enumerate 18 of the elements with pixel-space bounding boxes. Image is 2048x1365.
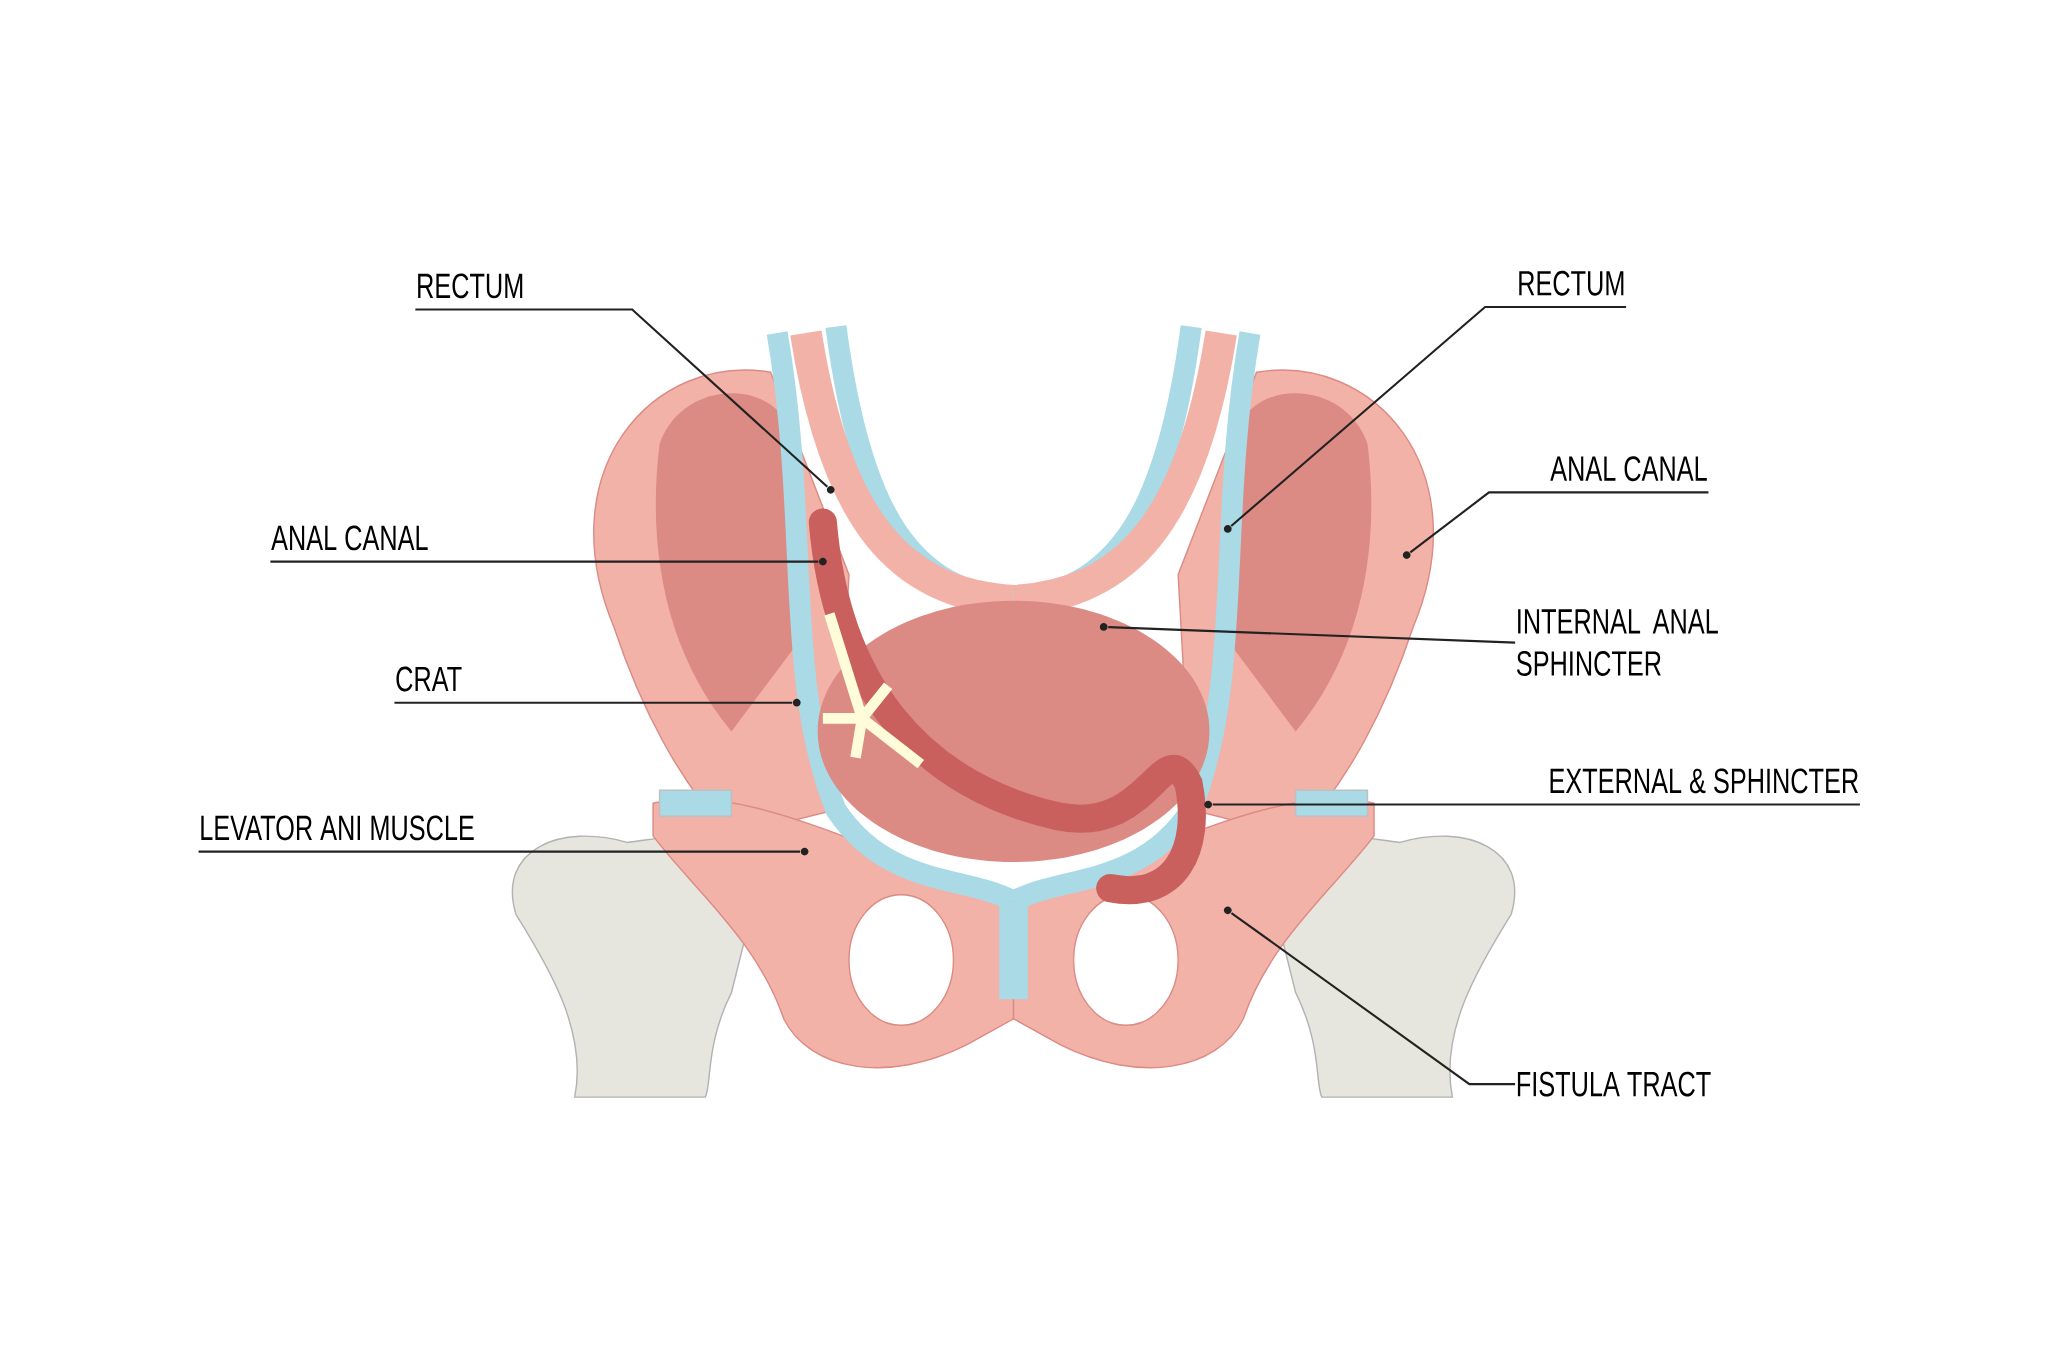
- callout-label: INTERNAL ANAL SPHINCTER: [1516, 609, 1718, 676]
- leader-line: [198, 850, 800, 853]
- callout-label: LEVATOR ANI MUSCLE: [201, 815, 474, 841]
- leader-line: [394, 701, 793, 704]
- leader-line: [1230, 305, 1627, 527]
- leader-line: [1409, 491, 1709, 554]
- leader-line: [415, 308, 828, 488]
- callout-label: EXTERNAL & SPHINCTER: [1550, 768, 1858, 794]
- callout-label: ANAL CANAL: [271, 525, 428, 551]
- leader-line: [1108, 626, 1516, 644]
- leader-line: [1230, 912, 1516, 1086]
- callout-label: RECTUM: [1519, 270, 1624, 296]
- leader-line: [1212, 803, 1860, 806]
- callout-label: ANAL CANAL: [1550, 456, 1707, 482]
- leader-line: [270, 560, 819, 563]
- callout-label: RECTUM: [418, 273, 523, 299]
- callout-label: FISTULA TRACT: [1517, 1071, 1711, 1097]
- callout-label: CRAT: [396, 666, 462, 692]
